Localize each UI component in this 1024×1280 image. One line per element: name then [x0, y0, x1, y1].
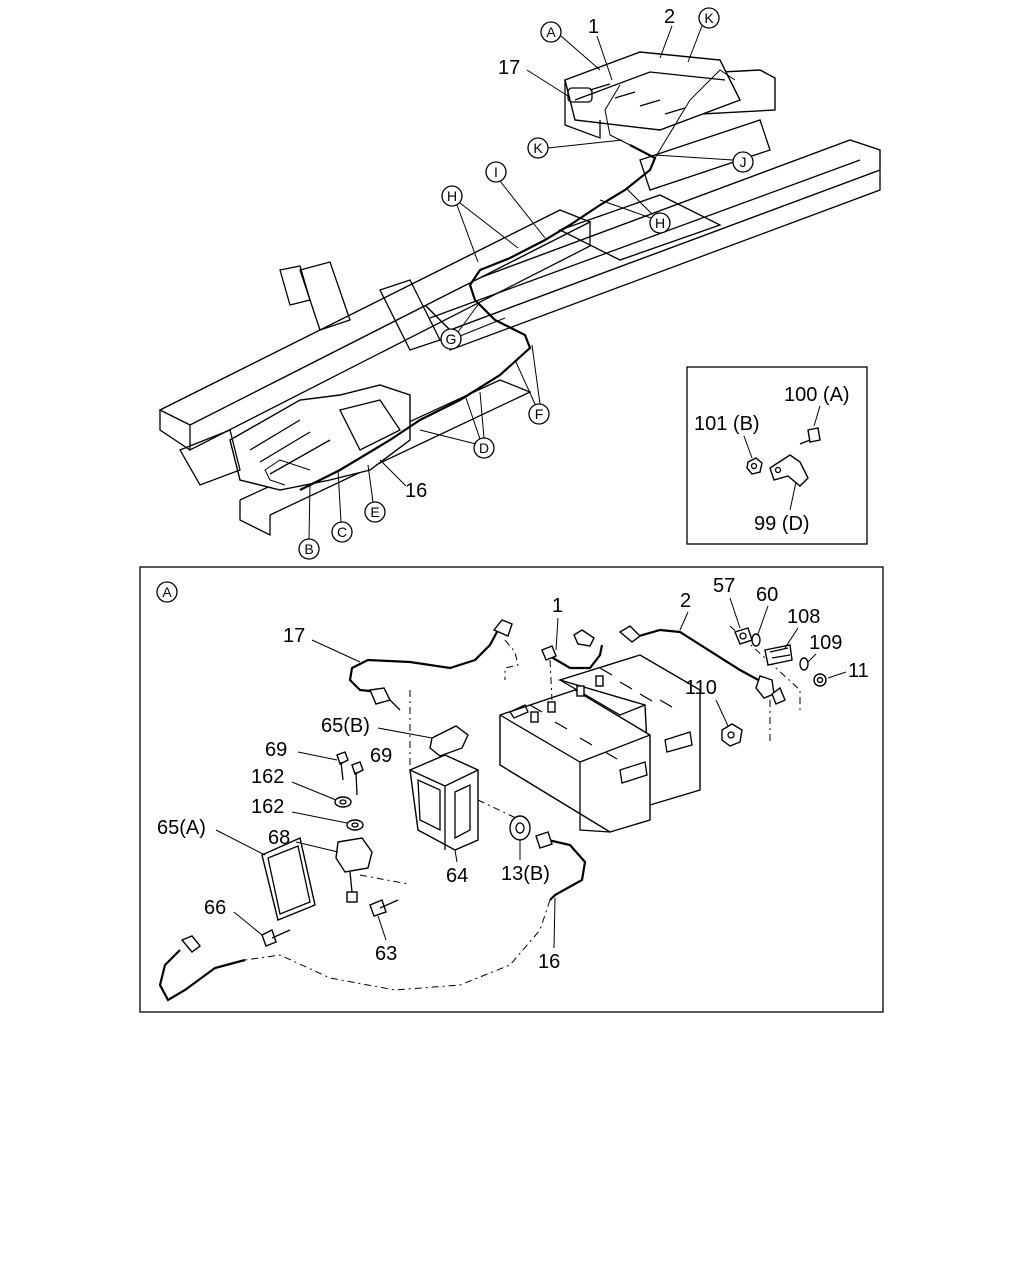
label-1-detail: 1	[552, 595, 563, 617]
label-65a: 65(A)	[157, 817, 206, 839]
label-162-bottom: 162	[251, 796, 284, 818]
label-63: 63	[375, 943, 397, 965]
cables	[158, 619, 827, 1002]
label-108: 108	[787, 606, 820, 628]
label-69-left: 69	[265, 739, 287, 761]
callout-d: D	[479, 440, 489, 456]
label-162-top: 162	[251, 766, 284, 788]
label-110: 110	[685, 677, 717, 699]
label-57: 57	[713, 575, 735, 597]
detail-a-labels: 17 1 2 57 60 108 109 11 110 65(B) 69 69 …	[157, 575, 869, 973]
label-68: 68	[268, 827, 290, 849]
label-69-right: 69	[370, 745, 392, 767]
label-13b: 13(B)	[501, 863, 550, 885]
label-109: 109	[809, 632, 842, 654]
label-65b: 65(B)	[321, 715, 370, 737]
batteries	[499, 654, 701, 833]
chassis-frame	[158, 51, 881, 537]
label-17-detail: 17	[283, 625, 305, 647]
label-11: 11	[848, 660, 869, 682]
label-60: 60	[756, 584, 778, 606]
callout-h-right: H	[655, 215, 665, 231]
callout-h-left: H	[447, 188, 457, 204]
callout-e: E	[370, 504, 379, 520]
callout-c: C	[337, 524, 347, 540]
callout-b: B	[304, 541, 313, 557]
label-101b: 101 (B)	[694, 413, 760, 435]
label-99d: 99 (D)	[754, 513, 810, 535]
label-16: 16	[405, 480, 427, 502]
label-66: 66	[204, 897, 226, 919]
callout-a: A	[546, 24, 556, 40]
label-2: 2	[664, 6, 675, 28]
clamp-detail-inset: 100 (A) 101 (B) 99 (D)	[686, 366, 868, 545]
relay-box-assembly	[261, 690, 531, 947]
callout-k-top: K	[704, 10, 714, 26]
overview-labels: 1 2 17 16 A K K J I H H G F D	[298, 6, 754, 560]
detail-a-callout: A	[162, 584, 172, 600]
callout-f: F	[535, 406, 544, 422]
callout-k-mid: K	[533, 140, 543, 156]
label-1: 1	[588, 16, 599, 38]
label-64: 64	[446, 865, 468, 887]
callout-g: G	[446, 331, 457, 347]
callout-i: I	[494, 164, 498, 180]
label-17: 17	[498, 57, 520, 79]
detail-a-panel: A	[139, 566, 884, 1013]
label-2-detail: 2	[680, 590, 691, 612]
label-16-detail: 16	[538, 951, 560, 973]
callout-j: J	[740, 154, 747, 170]
label-100a: 100 (A)	[784, 384, 850, 406]
